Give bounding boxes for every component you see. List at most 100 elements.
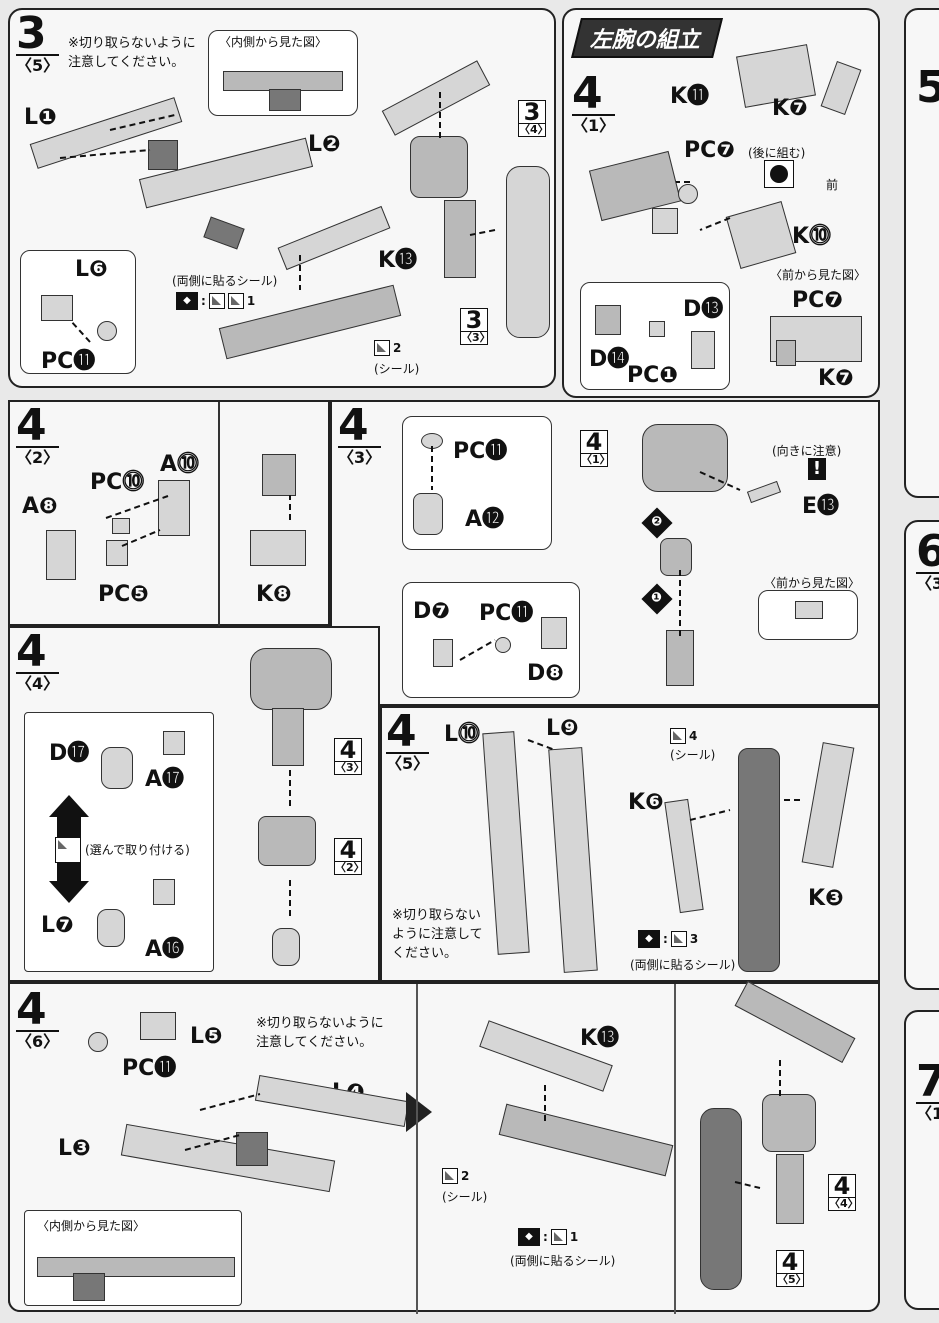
part-drawing bbox=[258, 816, 316, 866]
part-label: L⓾ bbox=[444, 722, 481, 747]
ref-step-box: 3 〈3〉 bbox=[460, 308, 491, 345]
order-number: ❶ bbox=[651, 590, 663, 606]
part-drawing bbox=[120, 1123, 336, 1193]
step-main: 4 bbox=[386, 706, 417, 757]
part-drawing bbox=[820, 61, 862, 115]
ref-step-sub: 〈4〉 bbox=[829, 1197, 859, 1210]
part-drawing bbox=[148, 140, 178, 170]
part-drawing bbox=[272, 928, 300, 966]
seal-note: (両側に貼るシール) bbox=[510, 1254, 616, 1268]
order-marker: ❶ bbox=[641, 583, 673, 615]
part-drawing bbox=[506, 166, 550, 338]
seal-icon bbox=[670, 931, 687, 947]
divider bbox=[416, 984, 418, 1314]
part-drawing bbox=[444, 200, 476, 278]
part-label: K❽ bbox=[256, 582, 292, 607]
order-number: ❷ bbox=[651, 514, 663, 530]
part-label: L❷ bbox=[308, 132, 341, 157]
step-main: 4 bbox=[16, 984, 47, 1035]
seal-number: 1 bbox=[246, 294, 256, 308]
ref-step-sub: 〈5〉 bbox=[777, 1273, 807, 1286]
part-drawing bbox=[140, 1012, 176, 1040]
inner-view-label: 〈内側から見た図〉 bbox=[37, 1219, 146, 1233]
step-sub: 〈5〉 bbox=[16, 54, 60, 75]
seal-number: 3 bbox=[689, 932, 699, 946]
black-ball-icon bbox=[764, 160, 794, 188]
step-4-6-panel: 4 〈6〉 L❺ PC⓫ ※切り取らないように 注意してください。 L❹ L❸ … bbox=[8, 981, 880, 1314]
step-sub: 〈3 bbox=[916, 572, 939, 593]
seal-icon bbox=[374, 340, 390, 356]
part-label: D⓭ bbox=[683, 297, 724, 322]
seal-label: (シール) bbox=[670, 748, 716, 762]
divider bbox=[674, 984, 676, 1314]
part-drawing bbox=[666, 630, 694, 686]
part-label: K❼ bbox=[772, 96, 808, 121]
step-4-2-panel: 4 〈2〉 A⓾ PC⓾ A❽ PC❺ K❽ bbox=[8, 400, 330, 628]
inner-view-label: 〈内側から見た図〉 bbox=[219, 35, 328, 49]
part-drawing bbox=[97, 909, 125, 947]
part-drawing bbox=[734, 981, 856, 1063]
part-drawing bbox=[495, 637, 511, 653]
cut-note: ※切り取らない ように注意して ください。 bbox=[392, 906, 483, 963]
seal-label: (シール) bbox=[442, 1190, 488, 1204]
part-drawing bbox=[660, 538, 692, 576]
seal-icon bbox=[208, 293, 225, 309]
step-4-3-panel: 4 〈3〉 PC⓫ A⓬ 4 〈1〉 (向きに注意) ! E⓭ ❷ ❶ 〈前から… bbox=[330, 400, 880, 706]
choose-note: (選んで取り付ける) bbox=[85, 843, 190, 857]
part-drawing bbox=[652, 208, 678, 234]
part-drawing bbox=[421, 433, 443, 449]
step-main: 7 bbox=[916, 1056, 939, 1107]
seal-note: (両側に貼るシール) bbox=[172, 274, 278, 288]
step-main: 3 bbox=[16, 8, 47, 59]
step-main: 5 bbox=[916, 62, 939, 113]
step-number: 7 〈1 bbox=[916, 1056, 939, 1123]
seal-label: (シール) bbox=[374, 362, 420, 376]
inner-view-box: 〈内側から見た図〉 bbox=[208, 30, 358, 116]
note-line: ※切り取らないように bbox=[256, 1016, 384, 1031]
ref-step-num: 4 bbox=[585, 428, 603, 456]
ref-step-num: 4 bbox=[781, 1248, 799, 1276]
part-drawing bbox=[88, 1032, 108, 1052]
part-label: PC⓫ bbox=[41, 349, 96, 374]
part-label: E⓭ bbox=[802, 494, 840, 519]
seal-number: 4 bbox=[689, 729, 698, 743]
part-label: L❼ bbox=[41, 913, 74, 938]
part-drawing bbox=[664, 798, 704, 914]
step-4-5-panel: 4 〈5〉 L⓾ L❾ ※切り取らない ように注意して ください。 4 (シール… bbox=[380, 706, 880, 982]
seal-both: ◆: 3 bbox=[638, 930, 698, 948]
next-page-edge-top: 5 bbox=[904, 8, 939, 498]
part-drawing bbox=[277, 205, 391, 271]
detail-box: D⓭ D⓮ PC❶ bbox=[580, 282, 730, 390]
both-sides-icon: ◆ bbox=[176, 292, 198, 310]
note-line: ※切り取らない bbox=[392, 908, 481, 923]
part-drawing bbox=[482, 731, 530, 955]
part-drawing bbox=[262, 454, 296, 496]
seal-single: 2 bbox=[374, 340, 401, 356]
step-main: 4 bbox=[16, 626, 47, 677]
seal-icon bbox=[442, 1168, 458, 1184]
note-line: 注意してください。 bbox=[68, 55, 185, 70]
part-drawing bbox=[678, 184, 698, 204]
ref-step-sub: 〈1〉 bbox=[581, 453, 611, 466]
part-drawing bbox=[548, 747, 598, 973]
seal-number: 2 bbox=[461, 1169, 470, 1183]
part-drawing bbox=[46, 530, 76, 580]
step-number: 4 〈5〉 bbox=[386, 706, 430, 773]
ref-step-num: 3 bbox=[523, 98, 541, 126]
detail-box: L❻ PC⓫ bbox=[20, 250, 136, 374]
ref-step-box: 4 〈3〉 bbox=[334, 738, 365, 775]
part-drawing bbox=[106, 540, 128, 566]
part-label: K❸ bbox=[808, 886, 844, 911]
seal-both: ◆: 1 bbox=[176, 292, 255, 310]
front-label: 前 bbox=[826, 178, 839, 192]
step-main: 6 bbox=[916, 526, 939, 577]
ref-step-box: 3 〈4〉 bbox=[518, 98, 549, 137]
detail-box bbox=[758, 590, 858, 640]
part-label: K❻ bbox=[628, 790, 664, 815]
part-label: PC⓫ bbox=[122, 1056, 177, 1081]
part-drawing bbox=[691, 331, 715, 369]
step-sub: 〈2〉 bbox=[16, 446, 60, 467]
step-number: 6 〈3 bbox=[916, 526, 939, 593]
inner-view-box: 〈内側から見た図〉 bbox=[24, 1210, 242, 1306]
both-sides-icon: ◆ bbox=[518, 1228, 540, 1246]
